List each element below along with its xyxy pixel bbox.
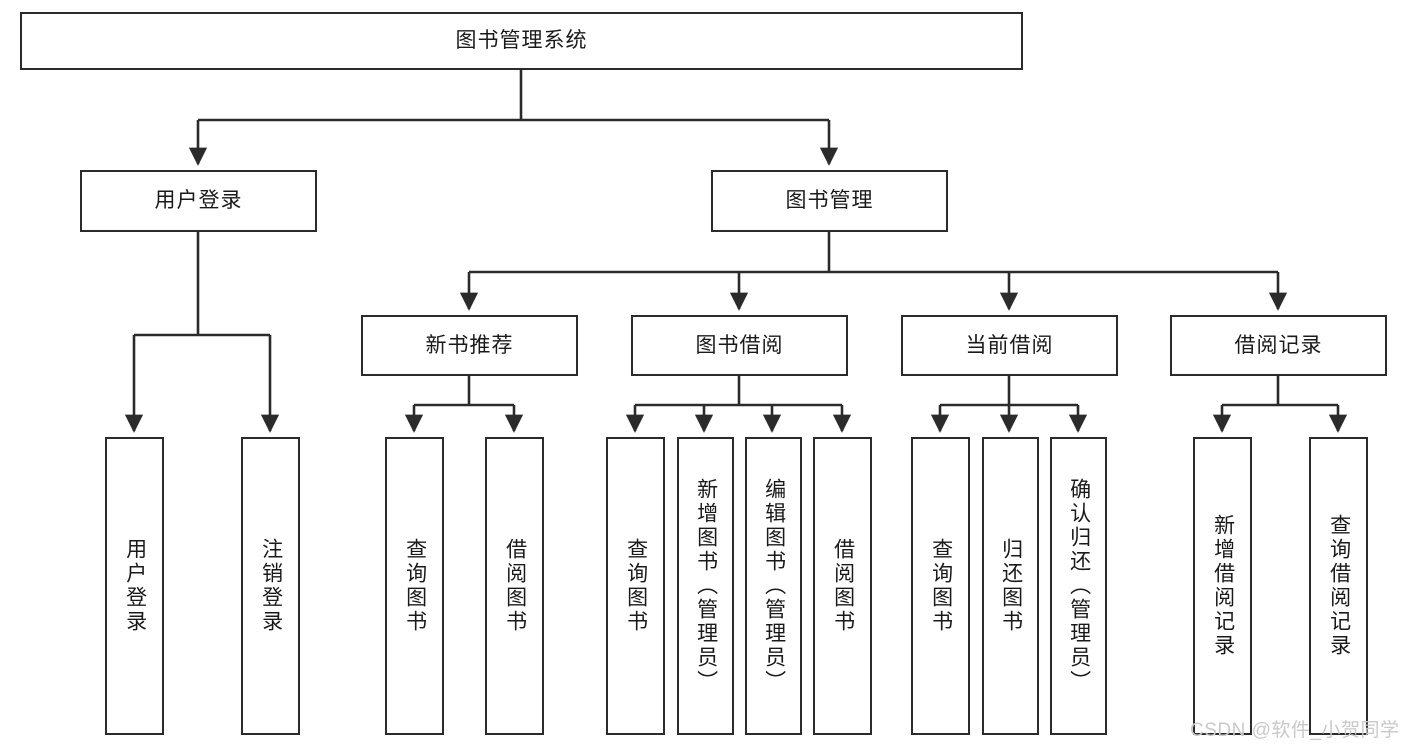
node-root[interactable]: 图书管理系统 xyxy=(20,12,1023,70)
leaf-user-login-1[interactable]: 用户登录 xyxy=(105,437,164,735)
leaf-user-login-1-label: 用户登录 xyxy=(123,538,147,634)
node-new-book-recommend-label: 新书推荐 xyxy=(425,333,514,357)
leaf-book-borrow-3-label: 编辑图书（管理员） xyxy=(762,478,786,694)
node-new-book-recommend[interactable]: 新书推荐 xyxy=(361,315,578,376)
node-current-borrow-label: 当前借阅 xyxy=(965,333,1054,357)
leaf-user-login-2[interactable]: 注销登录 xyxy=(241,437,300,735)
leaf-current-borrow-2-label: 归还图书 xyxy=(999,538,1023,634)
csdn-watermark: CSDN @软件_小贺同学 xyxy=(1190,720,1400,741)
leaf-borrow-record-1-label: 新增借阅记录 xyxy=(1211,514,1235,658)
node-user-login[interactable]: 用户登录 xyxy=(80,170,317,232)
leaf-new-book-2-label: 借阅图书 xyxy=(503,538,527,634)
node-book-borrow[interactable]: 图书借阅 xyxy=(631,315,848,376)
leaf-user-login-2-label: 注销登录 xyxy=(259,538,283,634)
leaf-borrow-record-2-label: 查询借阅记录 xyxy=(1327,514,1351,658)
leaf-book-borrow-4-label: 借阅图书 xyxy=(831,538,855,634)
node-book-manage[interactable]: 图书管理 xyxy=(711,170,948,232)
node-book-borrow-label: 图书借阅 xyxy=(695,333,784,357)
leaf-book-borrow-1[interactable]: 查询图书 xyxy=(606,437,665,735)
leaf-borrow-record-2[interactable]: 查询借阅记录 xyxy=(1309,437,1368,735)
leaf-current-borrow-1-label: 查询图书 xyxy=(929,538,953,634)
leaf-book-borrow-2[interactable]: 新增图书（管理员） xyxy=(677,437,734,735)
leaf-current-borrow-1[interactable]: 查询图书 xyxy=(911,437,970,735)
leaf-borrow-record-1[interactable]: 新增借阅记录 xyxy=(1193,437,1252,735)
node-current-borrow[interactable]: 当前借阅 xyxy=(901,315,1118,376)
leaf-new-book-2[interactable]: 借阅图书 xyxy=(485,437,544,735)
node-user-login-label: 用户登录 xyxy=(154,189,243,213)
leaf-current-borrow-3-label: 确认归还（管理员） xyxy=(1067,478,1091,694)
node-book-manage-label: 图书管理 xyxy=(785,189,874,213)
node-borrow-record[interactable]: 借阅记录 xyxy=(1170,315,1387,376)
leaf-new-book-1-label: 查询图书 xyxy=(403,538,427,634)
leaf-book-borrow-1-label: 查询图书 xyxy=(624,538,648,634)
leaf-current-borrow-3[interactable]: 确认归还（管理员） xyxy=(1050,437,1107,735)
node-root-label: 图书管理系统 xyxy=(455,29,588,53)
leaf-book-borrow-3[interactable]: 编辑图书（管理员） xyxy=(745,437,802,735)
leaf-book-borrow-4[interactable]: 借阅图书 xyxy=(813,437,872,735)
leaf-book-borrow-2-label: 新增图书（管理员） xyxy=(694,478,718,694)
leaf-new-book-1[interactable]: 查询图书 xyxy=(385,437,444,735)
leaf-current-borrow-2[interactable]: 归还图书 xyxy=(982,437,1039,735)
node-borrow-record-label: 借阅记录 xyxy=(1234,333,1323,357)
